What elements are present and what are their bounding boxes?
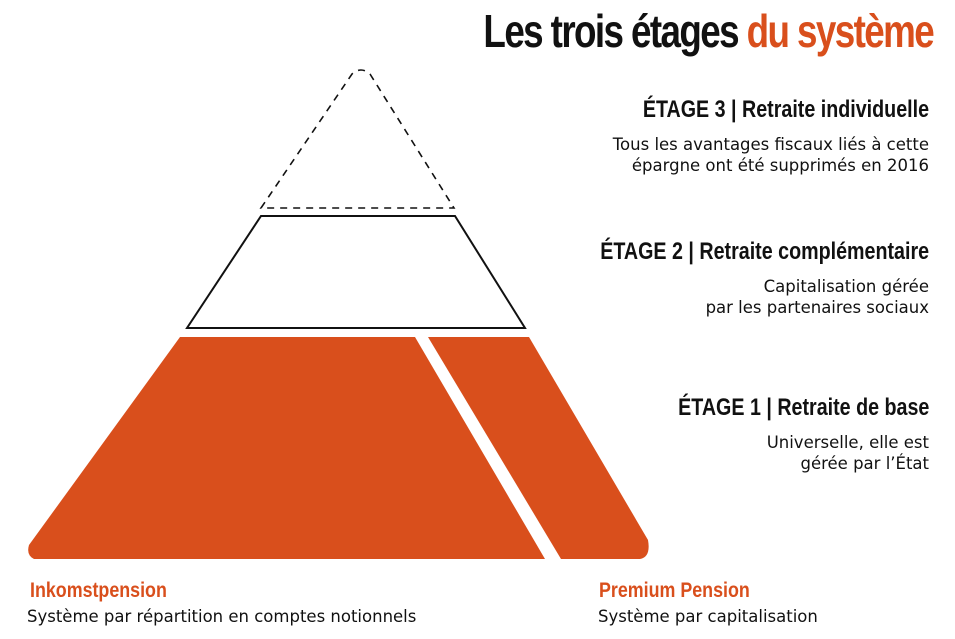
- stage-1-description: Universelle, elle est gérée par l’État: [623, 432, 929, 474]
- premium-pension-name: Premium Pension: [599, 579, 750, 602]
- stage-2-desc-line-1: Capitalisation gérée: [763, 277, 929, 296]
- stage-1-desc-line-1: Universelle, elle est: [766, 433, 929, 452]
- pyramid-tier-2: [185, 215, 527, 329]
- stage-2-heading: ÉTAGE 2 | Retraite complémentaire: [600, 238, 929, 265]
- pyramid-tier-1-premium-pension: [428, 337, 649, 559]
- premium-pension-description: Système par capitalisation: [598, 607, 818, 626]
- premium-pension-label: Premium Pension Système par capitalisati…: [598, 578, 818, 628]
- title-accent: du système: [746, 5, 935, 57]
- stage-2-desc-line-2: par les partenaires sociaux: [705, 298, 929, 317]
- pyramid-tier-1-inkomstpension: [28, 337, 545, 559]
- inkomstpension-name: Inkomstpension: [30, 579, 167, 602]
- stage-3-description: Tous les avantages fiscaux liés à cette …: [580, 134, 929, 176]
- stage-3-desc-line-1: Tous les avantages fiscaux liés à cette: [612, 135, 929, 154]
- stage-1: ÉTAGE 1 | Retraite de base Universelle, …: [623, 394, 929, 474]
- page-title: Les trois étages du système: [483, 4, 935, 58]
- pyramid-tier-3: [259, 69, 456, 209]
- title-main: Les trois étages: [483, 5, 739, 57]
- stage-3: ÉTAGE 3 | Retraite individuelle Tous les…: [580, 96, 929, 176]
- stage-2-description: Capitalisation gérée par les partenaires…: [528, 276, 929, 318]
- stage-3-desc-line-2: épargne ont été supprimés en 2016: [631, 156, 929, 175]
- stage-3-heading: ÉTAGE 3 | Retraite individuelle: [642, 96, 929, 123]
- stage-1-heading: ÉTAGE 1 | Retraite de base: [677, 394, 929, 421]
- stage-1-desc-line-2: gérée par l’État: [800, 454, 929, 473]
- stage-2: ÉTAGE 2 | Retraite complémentaire Capita…: [528, 238, 929, 318]
- inkomstpension-description: Système par répartition en comptes notio…: [27, 607, 417, 626]
- inkomstpension-label: Inkomstpension Système par répartition e…: [27, 578, 417, 628]
